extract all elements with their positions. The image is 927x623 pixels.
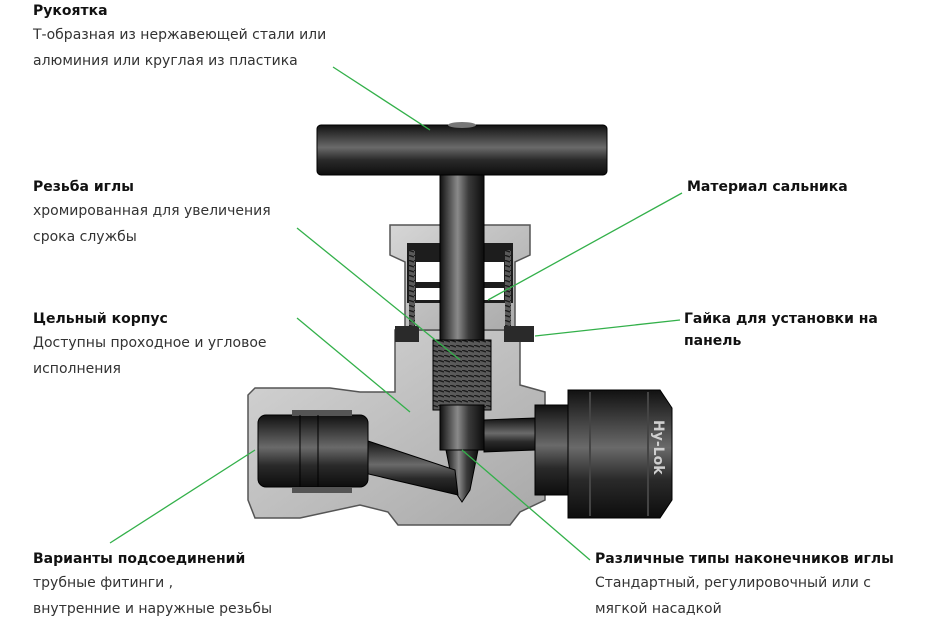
leader-thread: [296, 227, 461, 361]
label-tips-desc-2: мягкой насадкой: [595, 601, 722, 617]
label-handle-desc-2: алюминия или круглая из пластика: [33, 53, 298, 69]
right-tube-nut: Hy-Lok: [534, 389, 673, 519]
valve-stem: [432, 174, 492, 503]
label-thread-title: Резьба иглы: [33, 179, 134, 195]
label-handle-desc-1: Т-образная из нержавеющей стали или: [33, 27, 327, 43]
label-connections: Варианты подсоединений трубные фитинги ,…: [33, 548, 272, 622]
hy-lok-logo: Hy-Lok: [650, 420, 666, 475]
label-connections-desc-1: трубные фитинги ,: [33, 575, 174, 591]
label-panel-nut-title-1: Гайка для установки на: [684, 311, 878, 327]
left-tube-connection: [257, 410, 369, 493]
label-tips-desc-1: Стандартный, регулировочный или с: [595, 575, 871, 591]
leader-packing: [487, 192, 683, 301]
label-packing-title: Материал сальника: [687, 179, 848, 195]
leader-panel-nut: [534, 319, 681, 337]
t-handle: [316, 122, 608, 176]
label-body-desc-1: Доступны проходное и угловое: [33, 335, 267, 351]
leader-body: [296, 317, 411, 413]
label-connections-desc-2: внутренние и наружные резьбы: [33, 601, 273, 617]
label-connections-title: Варианты подсоединений: [33, 551, 246, 567]
panel-nut: [395, 326, 534, 342]
label-handle: Рукоятка Т-образная из нержавеющей стали…: [33, 0, 326, 74]
label-tips: Различные типы наконечников иглы Стандар…: [595, 548, 894, 622]
leader-handle: [332, 66, 431, 131]
flow-passage: [359, 417, 536, 496]
label-panel-nut-title-2: панель: [684, 333, 742, 349]
leader-lines: [109, 66, 683, 561]
label-tips-title: Различные типы наконечников иглы: [595, 551, 894, 567]
leader-connections: [109, 449, 256, 544]
label-body-desc-2: исполнения: [33, 361, 121, 377]
label-thread-desc-1: хромированная для увеличения: [33, 203, 271, 219]
label-body: Цельный корпус Доступны проходное и угло…: [33, 308, 267, 382]
label-panel-nut: Гайка для установки на панель: [684, 308, 878, 352]
label-packing: Материал сальника: [687, 176, 848, 198]
leader-tips: [461, 449, 591, 561]
label-handle-title: Рукоятка: [33, 3, 108, 19]
label-thread-desc-2: срока службы: [33, 229, 137, 245]
label-body-title: Цельный корпус: [33, 311, 168, 327]
label-thread: Резьба иглы хромированная для увеличения…: [33, 176, 271, 250]
